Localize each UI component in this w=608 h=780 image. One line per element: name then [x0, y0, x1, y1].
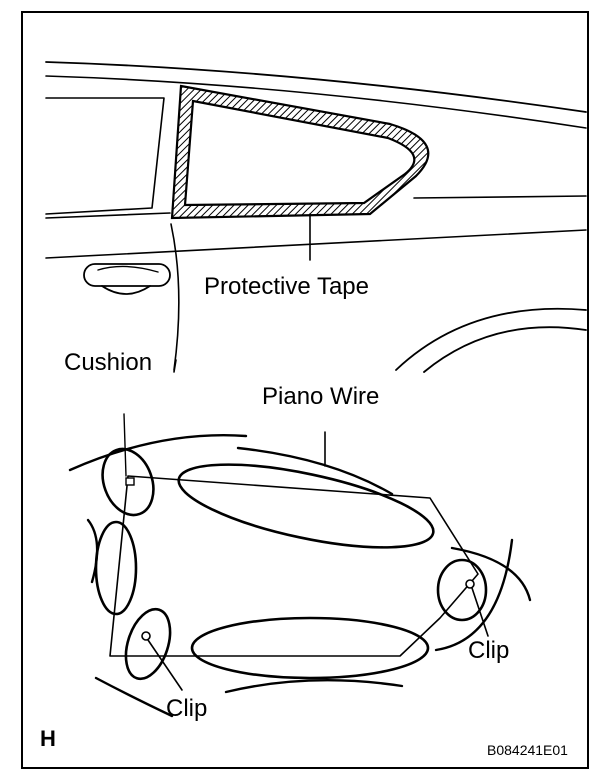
clip-left-label: Clip: [166, 695, 207, 722]
figure-border: [21, 11, 589, 769]
wire-loop-top-left: [101, 447, 155, 517]
clip-left-leader: [147, 639, 183, 691]
window-outline: [109, 475, 479, 657]
wire-loop-top-long: [177, 463, 435, 549]
car-body: [45, 61, 587, 373]
wire-loop-left: [94, 520, 138, 616]
clip-right: [465, 579, 475, 589]
corner-letter: H: [40, 726, 56, 751]
cushion-leader: [173, 359, 177, 373]
cushion-label: Cushion: [64, 349, 152, 376]
figure-code: B084241E01: [487, 742, 568, 758]
wire-loop-right: [436, 558, 488, 622]
piano-wire-arc: [94, 676, 174, 718]
door-handle: [83, 263, 171, 295]
wire-loop-diagram: [68, 413, 532, 718]
clip-right-label: Clip: [468, 637, 509, 664]
wire-loop-bottom-long: [190, 616, 430, 680]
piano-wire-arc: [236, 446, 394, 496]
piano-wire-arc: [450, 546, 532, 602]
piano-wire-arc: [224, 679, 404, 694]
clip-bottom-left: [141, 631, 151, 641]
clip-top-left: [123, 413, 135, 486]
wire-loop-bottom-left: [124, 607, 172, 681]
protective-tape-label: Protective Tape: [204, 273, 369, 300]
piano-wire-label: Piano Wire: [262, 383, 379, 410]
piano-wire-arc: [86, 518, 99, 584]
piano-wire-arc: [68, 434, 248, 472]
quarter-window: [170, 84, 430, 220]
piano-wire-arc: [434, 538, 514, 652]
clip-right-leader: [471, 587, 489, 637]
